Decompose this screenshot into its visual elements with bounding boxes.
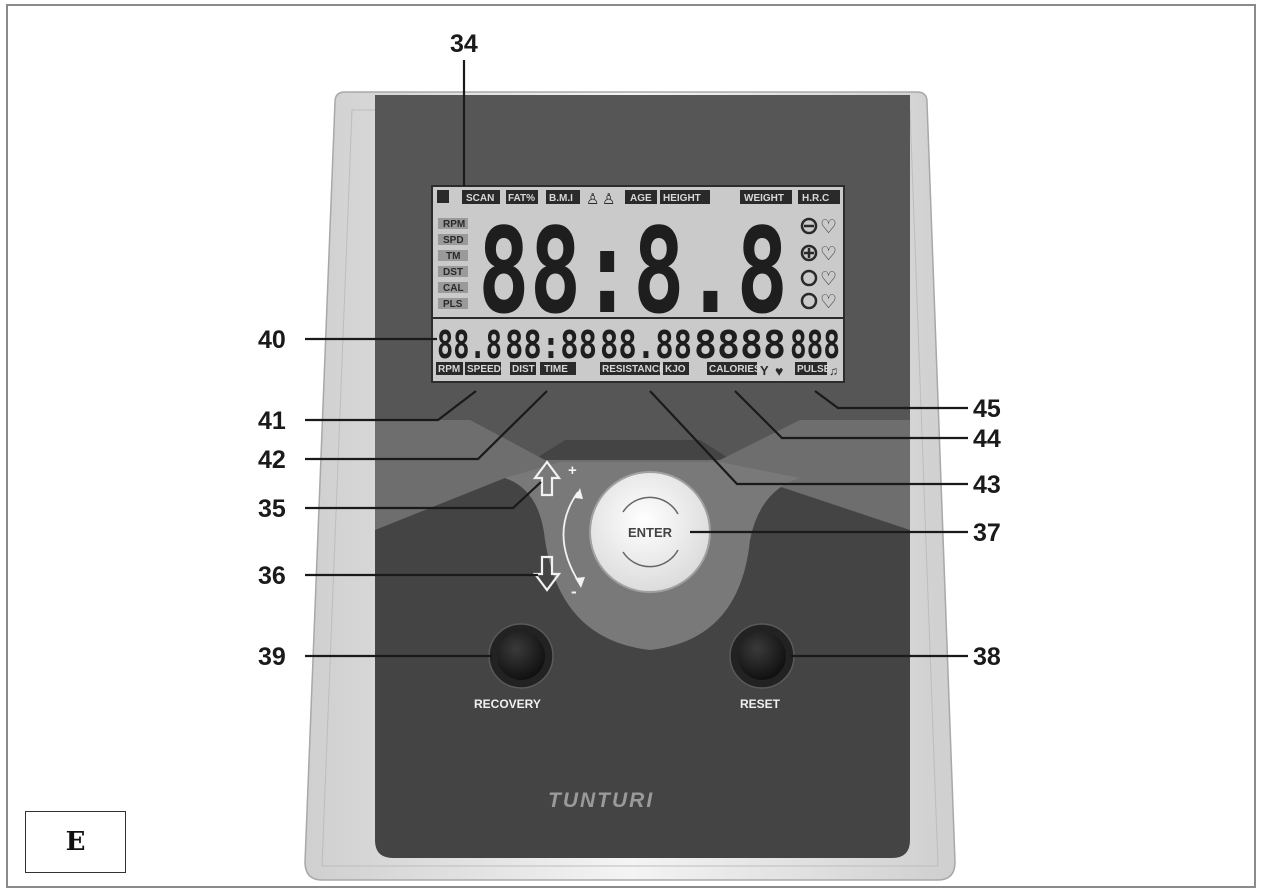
lcd-label-scan-text: SCAN <box>466 193 494 204</box>
person-icon-2: ♙ <box>602 191 615 208</box>
enter-label: ENTER <box>628 525 673 540</box>
plus-circle-icon <box>800 244 818 262</box>
callout-43: 43 <box>973 471 1001 499</box>
lcd-heart-icons <box>800 217 818 310</box>
reset-button[interactable] <box>729 623 795 689</box>
minus-sign: - <box>571 582 577 601</box>
lcd-bottom-speed: SPEED <box>467 364 501 375</box>
lcd-side-pls: PLS <box>443 299 463 310</box>
callout-37: 37 <box>973 519 1001 547</box>
lcd-label-bmi-text: B.M.I <box>549 193 573 204</box>
circle-icon <box>800 269 818 287</box>
lcd-bottom-calories: CALORIES <box>709 364 761 375</box>
heart-icon: ♥ <box>775 363 783 379</box>
lcd-label-scan <box>462 190 500 204</box>
lcd-label-weight-text: WEIGHT <box>744 193 784 204</box>
lcd-side-cal: CAL <box>443 283 464 294</box>
lcd-bottom-rpm: RPM <box>438 364 460 375</box>
figure-frame <box>6 4 1256 888</box>
heart-icon: ♡ <box>820 292 837 313</box>
heart-icon: ♡ <box>820 269 837 290</box>
lcd-bottom-dist: DIST <box>512 364 535 375</box>
lcd-bottom-pulse: PULSE <box>797 364 831 375</box>
callout-39: 39 <box>258 643 286 671</box>
figure-label: E <box>65 827 86 857</box>
heart-icon: ♡ <box>820 244 837 265</box>
brand-logo: TUNTURI <box>548 789 654 812</box>
minus-circle-icon <box>800 217 818 235</box>
person-icon: ♙ <box>586 191 599 208</box>
enter-button[interactable]: ENTER <box>589 471 711 593</box>
lcd-bottom-kjo: KJO <box>665 364 686 375</box>
lcd-sub-digits: 88.8 88:88 88.88 8888 888 <box>437 323 840 367</box>
sub-digit-pulse: 888 <box>790 323 840 367</box>
lcd-side-dst: DST <box>443 267 463 278</box>
music-note-icon: ♫ <box>829 364 838 378</box>
recovery-button[interactable] <box>488 623 554 689</box>
callout-42: 42 <box>258 446 286 474</box>
lcd-label-hrc-text: H.R.C <box>802 193 829 204</box>
sub-digit-resistance: 88.88 <box>600 323 692 367</box>
sub-digit-calories: 8888 <box>694 323 786 367</box>
circle-icon-2 <box>800 292 818 310</box>
lcd-side-labels: RPM SPD TM DST CAL PLS <box>438 218 468 310</box>
sub-digit-time: 88:88 <box>505 323 597 367</box>
callout-35: 35 <box>258 495 286 523</box>
lcd-label-fat-text: FAT% <box>508 193 535 204</box>
heart-icons: ♡ ♡ ♡ ♡ <box>820 217 837 313</box>
lcd-display <box>431 185 845 383</box>
plus-sign: + <box>568 462 577 479</box>
lcd-bottom-resistance: RESISTANCE <box>602 364 666 375</box>
rotate-arc-icon <box>562 491 581 585</box>
heart-icon: ♡ <box>820 217 837 238</box>
figure-label-box: E <box>25 811 126 873</box>
up-arrow-button[interactable] <box>532 460 562 497</box>
lcd-side-tm: TM <box>446 251 460 262</box>
glass-icon: Y <box>760 363 769 378</box>
lcd-top-labels: SCAN FAT% B.M.I ♙ ♙ AGE HEIGHT WEIGHT H.… <box>437 190 840 208</box>
lcd-label-age-text: AGE <box>630 193 652 204</box>
callout-numbers: 34 40 41 42 35 36 39 45 44 43 37 38 <box>258 30 1001 671</box>
lcd-bottom-labels: RPM SPEED DIST TIME RESISTANCE KJO CALOR… <box>436 362 838 379</box>
lcd-bottom-time: TIME <box>544 364 568 375</box>
callout-41: 41 <box>258 407 286 435</box>
callout-36: 36 <box>258 562 286 590</box>
callout-38: 38 <box>973 643 1001 671</box>
callout-leaders <box>305 60 968 658</box>
sub-digit-rpm: 88.8 <box>437 323 502 367</box>
recovery-label: RECOVERY <box>474 697 541 711</box>
reset-label: RESET <box>740 697 781 711</box>
lcd-main-digits: 88:8.8 <box>478 202 788 340</box>
lcd-label-height-text: HEIGHT <box>663 193 701 204</box>
callout-45: 45 <box>973 395 1001 423</box>
lcd-side-rpm: RPM <box>443 219 465 230</box>
callout-40: 40 <box>258 326 286 354</box>
callout-34: 34 <box>450 30 478 58</box>
callout-44: 44 <box>973 425 1001 453</box>
lcd-side-spd: SPD <box>443 235 464 246</box>
